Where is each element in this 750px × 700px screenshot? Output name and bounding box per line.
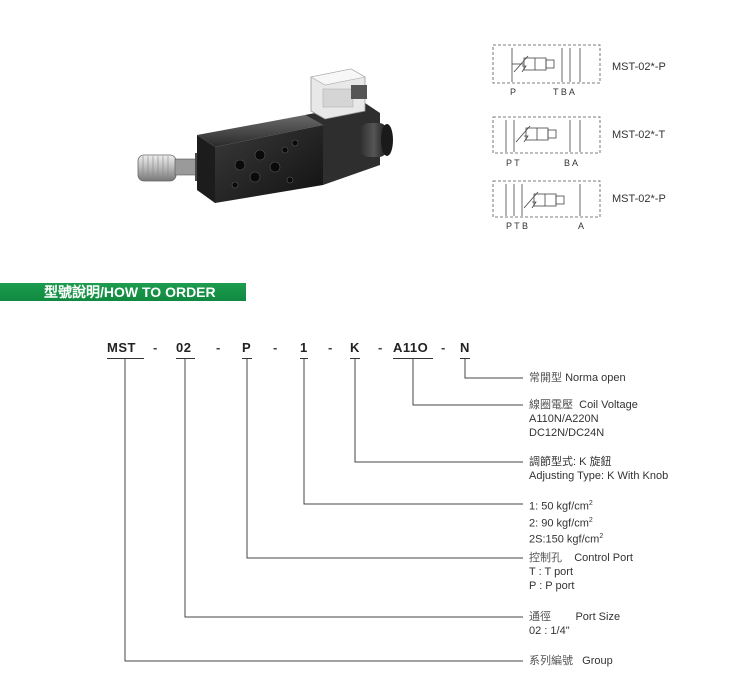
ports-left: P [510,87,517,97]
code-part-control-port: P [242,340,252,355]
code-part-adjusting: K [350,340,360,355]
symbol-label: MST-02*-P [612,61,666,73]
hydraulic-symbol-2 [492,116,601,154]
code-part-normal-open: N [460,340,470,355]
code-underline [300,358,308,359]
legend-pressure: 1: 50 kgf/cm2 2: 90 kgf/cm2 2S:150 kgf/c… [529,500,604,546]
code-separator: - [216,340,221,355]
hydraulic-symbol-3 [492,180,601,218]
code-separator: - [328,340,333,355]
symbol-label: MST-02*-T [612,129,666,141]
legend-normal-open: 常開型 Norma open [529,372,626,384]
legend-control-port: 控制孔 Control Port T : T port P : P port [529,552,633,592]
legend-coil-voltage: 線圈電壓 Coil Voltage A110N/A220N DC12N/DC24… [529,399,638,439]
code-part-coil-voltage: A11O [393,340,429,355]
code-underline [350,358,360,359]
legend-group: 系列編號 Group [529,655,613,667]
code-underline [176,358,195,359]
symbol-label: MST-02*-P [612,193,666,205]
ports-left: P T [506,158,520,168]
code-separator: - [441,340,446,355]
ports-right: T B A [553,87,575,97]
code-underline [107,358,144,359]
ports-left: P T B [506,221,529,231]
legend-adjusting-type: 調節型式: K 旋鈕 Adjusting Type: K With Knob [529,456,669,482]
code-part-pressure: 1 [300,340,308,355]
code-part-series: MST [107,340,136,355]
product-photo [137,68,393,203]
hydraulic-symbol-1 [492,44,601,84]
ports-right: B A [564,158,579,168]
code-separator: - [273,340,278,355]
code-underline [242,358,252,359]
code-separator: - [378,340,383,355]
ports-right: A [578,221,585,231]
code-underline [393,358,433,359]
code-separator: - [153,340,158,355]
code-underline [460,358,470,359]
how-to-order-header: 型號說明/HOW TO ORDER [0,283,246,301]
legend-port-size: 通徑 Port Size 02 : 1/4" [529,611,621,637]
code-part-port-size: 02 [176,340,192,355]
